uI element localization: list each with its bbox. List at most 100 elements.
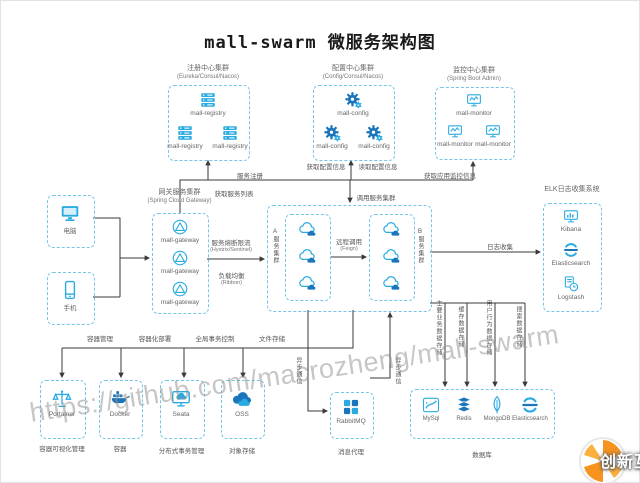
logo-text: 创新互联 [600, 454, 640, 471]
heading-sub: (Config/Consul/Nacos) [322, 74, 384, 81]
node-label: mall-config [337, 110, 369, 117]
phone-icon [59, 279, 81, 301]
edge-label-container-mgmt: 容器管理 [87, 336, 113, 343]
edge-label-file-storage: 文件存储 [259, 336, 285, 343]
elk-cluster-box [543, 203, 602, 312]
service-instance [296, 219, 318, 239]
mysql-node: MySql [413, 395, 449, 422]
cloud-icon [381, 273, 401, 293]
connector [93, 217, 121, 298]
edge-sublabel: (Feign) [340, 246, 358, 252]
edge-label-db-mysql: 主要业务数据存储 [435, 300, 441, 356]
gear-icon [344, 91, 362, 109]
node-label: Kibana [560, 226, 582, 233]
heading-sub: (Eureka/Consul/Nacos) [176, 74, 240, 81]
gateway-node: mall-gateway [158, 249, 202, 275]
server-icon [199, 91, 217, 109]
registry-node: mall-registry [186, 91, 230, 117]
service-a-label: A服务集群 [272, 229, 278, 264]
service-instance [296, 273, 318, 293]
elk-cluster-heading: ELK日志收集系统 [521, 185, 623, 194]
service-instance [380, 273, 402, 293]
heading-sub: (Spring Boot Admin) [447, 76, 501, 83]
mongodb-node: MongoDB [479, 395, 515, 422]
cloud-icon [297, 246, 317, 266]
heading-sub: (Spring Cloud Gateway) [147, 198, 212, 205]
node-label: mall-registry [167, 143, 203, 150]
node-label: Logstash [557, 294, 585, 301]
services-cluster-box [267, 205, 432, 312]
node-label: mall-monitor [437, 141, 473, 148]
node-label: mall-gateway [160, 299, 200, 306]
edge-label-containerize: 容器化部署 [138, 336, 172, 343]
service-b-label: B服务集群 [417, 229, 423, 264]
edge-label: 远程调用 [336, 239, 362, 246]
mongodb-icon [487, 395, 507, 415]
cloud-icon [381, 219, 401, 239]
rabbitmq-icon [341, 397, 361, 417]
edge-sublabel: (Hystrix/Sentinel) [210, 247, 252, 253]
logstash-icon [562, 275, 580, 293]
kibana-icon [562, 208, 580, 225]
config-node: mall-config [331, 91, 375, 117]
edge-label-log-collect: 日志收集 [487, 244, 513, 251]
watermark-logo: 创新互联 [578, 436, 640, 483]
edge-sublabel: (Ribbon) [220, 280, 243, 286]
node-label: MongoDB [483, 416, 511, 422]
redis-node: Redis [446, 395, 482, 422]
edge-label: 服务熔断限流 [211, 240, 251, 247]
config-node: mall-config [352, 124, 396, 150]
gateway-node: mall-gateway [158, 280, 202, 306]
registry-cluster-box [168, 85, 250, 161]
edge-label-load-balance: 负载均衡 (Ribbon) [204, 270, 259, 286]
cloud-icon [297, 219, 317, 239]
mysql-icon [421, 395, 441, 415]
cloud-icon [381, 246, 401, 266]
registry-node: mall-registry [163, 124, 207, 150]
phone-box [47, 272, 95, 325]
databases-caption: 数据库 [472, 452, 492, 459]
edge-label-db-mongo: 用户行为数据存储 [485, 300, 491, 356]
monitor-icon [446, 123, 464, 140]
page-title: mall-swarm 微服务架构图 [204, 33, 436, 53]
cloud-icon [297, 273, 317, 293]
node-label: MySql [422, 416, 440, 422]
node-label: Docker [109, 411, 131, 418]
node-label: mall-registry [190, 110, 226, 117]
node-label: Elasticsearch [551, 260, 591, 267]
edge-label-register: 服务注册 [237, 173, 263, 180]
monitor-cluster-box [435, 87, 515, 160]
node-label: Portainer [48, 411, 76, 418]
elasticsearch-db-node: Elasticsearch [512, 395, 548, 422]
monitor-icon [465, 92, 483, 109]
monitor-node: mall-monitor [433, 123, 477, 148]
gear-icon [323, 124, 341, 142]
edge-label-circuit-break: 服务熔断限流 (Hystrix/Sentinel) [196, 237, 266, 253]
gateway-icon [171, 280, 189, 298]
edge-label-get-service-list: 获取服务列表 [214, 191, 254, 198]
edge-label-read-config: 读取配置信息 [358, 164, 398, 171]
rabbitmq-caption: 消息代理 [338, 449, 364, 456]
gateway-node: mall-gateway [158, 218, 202, 244]
config-cluster-box [313, 85, 395, 161]
docker-caption: 容器 [113, 446, 127, 453]
seata-node: Seata [159, 388, 203, 418]
portainer-caption: 容器可视化管理 [39, 446, 85, 453]
node-label: OSS [235, 411, 249, 418]
edge-label-get-config: 获取配置信息 [306, 164, 346, 171]
kibana-node: Kibana [549, 208, 593, 233]
heading-text: ELK日志收集系统 [544, 186, 600, 193]
config-cluster-heading: 配置中心集群 (Config/Consul/Nacos) [293, 64, 413, 82]
feign-label: 远程调用 (Feign) [328, 236, 370, 252]
service-a-box [285, 214, 331, 301]
databases-box [410, 389, 555, 439]
gateway-icon [171, 218, 189, 236]
registry-cluster-heading: 注册中心集群 (Eureka/Consul/Nacos) [148, 64, 268, 82]
node-label: mall-registry [212, 143, 248, 150]
logo-icon [579, 437, 627, 483]
node-label: mall-gateway [160, 268, 200, 275]
edge-label-call-services: 调用服务集群 [356, 195, 396, 202]
node-label: mall-config [316, 143, 348, 150]
node-label: 电脑 [63, 228, 77, 235]
